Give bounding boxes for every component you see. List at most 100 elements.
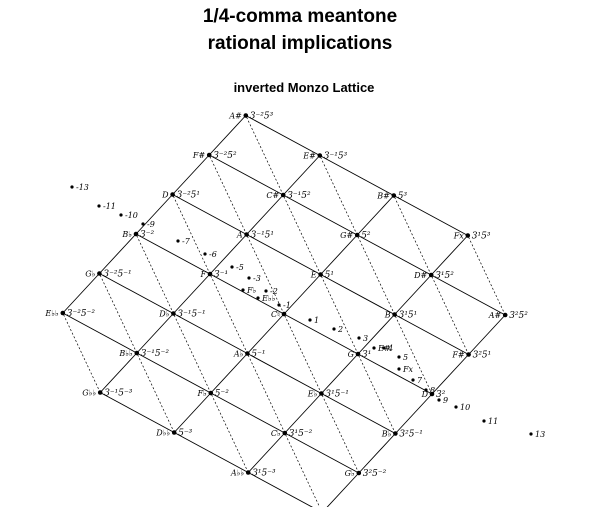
edge-third (284, 393, 322, 434)
interval-dot (97, 204, 101, 208)
title-line-1: 1/4-comma meantone (202, 6, 398, 27)
lattice-node-dot (465, 233, 471, 238)
lattice-node-dot (171, 430, 177, 435)
lattice-node-dot (208, 390, 214, 396)
interval-label: 9 (443, 396, 448, 405)
edge-third (358, 433, 396, 474)
node-note-name: G♭ (85, 270, 95, 279)
interval-dot (241, 288, 245, 292)
edge-fifth (321, 393, 396, 434)
edge-diagonal (62, 312, 101, 393)
lattice-node-dot (317, 153, 323, 158)
interval-dot (264, 289, 268, 293)
edge-third (136, 313, 174, 354)
interval-dot (203, 252, 207, 256)
edge-fifth (430, 274, 506, 316)
interval-dot (482, 419, 486, 423)
lattice-node-dot (244, 232, 249, 237)
edge-diagonal (135, 233, 174, 314)
edge-fifth (283, 313, 359, 355)
lattice-node-dot (206, 152, 212, 158)
interval-dot (230, 265, 234, 269)
interval-dot (247, 276, 251, 280)
edge-third (395, 393, 433, 434)
edge-diagonal (172, 194, 211, 275)
edge-diagonal (430, 274, 469, 355)
lattice-node-dot (207, 271, 213, 277)
edge-diagonal (394, 314, 433, 395)
edge-diagonal (245, 115, 284, 196)
interval-label: 8 (430, 386, 435, 395)
node-note-name: D# (413, 271, 427, 280)
edge-fifth (210, 392, 286, 434)
edge-third (394, 274, 432, 315)
interval-dot (411, 378, 415, 382)
edge-fifth (282, 194, 358, 236)
node-note-name: B♭ (121, 230, 132, 239)
node-monzo: 3⁻¹5⁻³ (104, 389, 133, 399)
lattice-node-dot (97, 271, 102, 276)
node-monzo: 3²5⁻² (363, 469, 387, 479)
interval-dot (70, 185, 74, 189)
lattice-node-dot (393, 431, 398, 436)
interval-dot (176, 239, 180, 243)
edge-fifth (62, 312, 138, 354)
node-note-name: G♭ (345, 469, 355, 478)
edge-diagonal (284, 432, 320, 507)
node-note-name: E# (302, 152, 316, 161)
edge-third (357, 314, 395, 355)
edge-fifth (247, 472, 313, 507)
edge-fifth (319, 155, 395, 196)
interval-label: -11 (103, 202, 116, 211)
edge-third (468, 314, 506, 355)
interval-label: -10 (125, 211, 138, 220)
node-note-name: C# (266, 191, 279, 200)
interval-label: 13 (535, 430, 545, 439)
interval-label: 5 (403, 353, 408, 362)
lattice-node-dot (319, 391, 324, 396)
node-note-name: C♭ (271, 429, 281, 438)
node-note-name: D♭♭ (155, 429, 170, 438)
lattice-edges (62, 115, 506, 507)
edge-diagonal (210, 392, 249, 473)
interval-label: F♭ (246, 286, 257, 295)
lattice-node-dot (392, 312, 397, 317)
interval-label: -2 (270, 287, 278, 296)
interval-dot (382, 346, 386, 350)
node-monzo: 3⁻¹5⁻² (141, 349, 170, 359)
edge-third (430, 235, 469, 276)
edge-third (99, 233, 137, 274)
edge-fifth (99, 273, 174, 314)
edge-fifth (173, 313, 248, 354)
edge-diagonal (467, 235, 506, 316)
node-note-name: D♭ (158, 310, 169, 319)
edge-third (208, 115, 247, 156)
lattice-node-dot (134, 350, 140, 356)
node-note-name: A# (228, 112, 242, 121)
interval-label: -6 (209, 250, 217, 259)
lattice-node-dot (280, 192, 286, 198)
interval-label: 2 (337, 325, 343, 334)
lattice-node-dot (97, 390, 103, 395)
interval-label: 3 (363, 334, 368, 343)
node-monzo: 3¹5⁻¹ (325, 390, 348, 400)
lattice-node-dot (502, 312, 508, 318)
interval-label: -1 (283, 301, 291, 310)
interval-dot (332, 327, 336, 331)
interval-label: E♭♭ (261, 294, 276, 303)
interval-label: 10 (460, 403, 470, 412)
title-line-2: rational implications (207, 33, 393, 54)
edge-fifth (246, 234, 321, 275)
interval-dot (256, 296, 260, 300)
edge-third (356, 195, 395, 236)
node-monzo: 3⁻¹5² (287, 191, 311, 201)
lattice-node-dot (428, 272, 434, 278)
node-note-name: D (161, 191, 169, 200)
interval-label: 11 (488, 417, 498, 426)
node-monzo: 3¹5⁻³ (252, 469, 276, 479)
node-note-name: A# (488, 311, 502, 320)
node-note-name: F (199, 270, 206, 279)
node-monzo: 5³ (398, 192, 408, 202)
